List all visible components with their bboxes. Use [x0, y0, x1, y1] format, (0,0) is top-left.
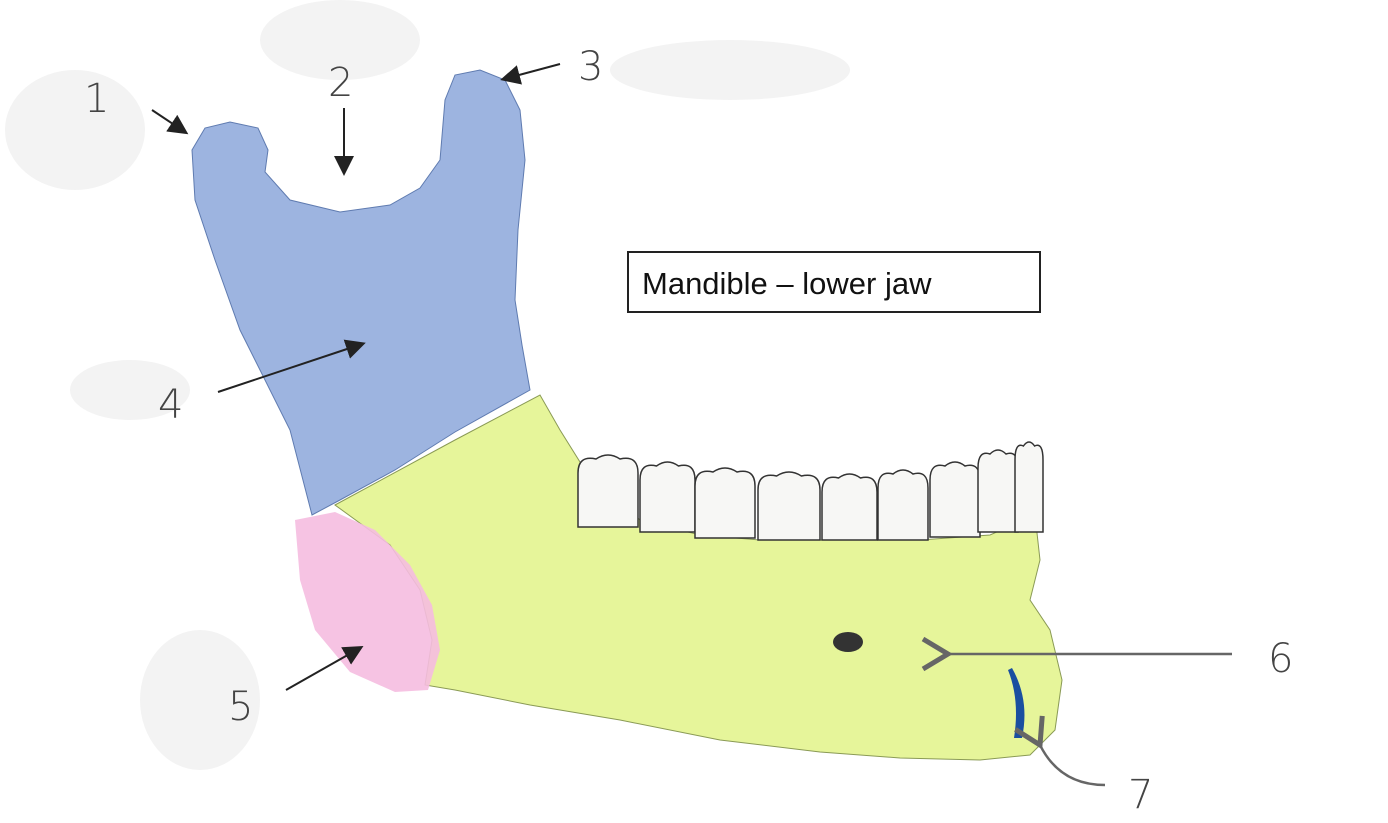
tooth — [639, 461, 696, 533]
tooth — [577, 454, 639, 528]
tooth — [757, 471, 821, 541]
tooth — [977, 449, 1019, 533]
arrow-7 — [1014, 715, 1106, 787]
label-7: 7 — [1128, 772, 1153, 818]
teeth-row — [577, 441, 1044, 541]
arrow-4 — [217, 339, 366, 393]
label-1: 1 — [84, 76, 109, 122]
arrow-1 — [151, 109, 189, 135]
background-smudges — [5, 0, 850, 770]
arrow-3 — [500, 63, 561, 85]
mandible-body-region — [334, 394, 1063, 761]
tooth — [1014, 441, 1044, 533]
mandible-angle-region — [295, 512, 440, 692]
label-4: 4 — [158, 382, 183, 428]
mental-foramen — [833, 632, 863, 652]
tooth — [694, 467, 756, 539]
tooth — [929, 461, 981, 538]
label-3: 3 — [578, 44, 603, 90]
label-5: 5 — [228, 684, 253, 730]
mandible-ramus-region — [191, 69, 531, 516]
label-6: 6 — [1268, 636, 1293, 682]
arrow-5 — [285, 646, 364, 691]
label-2: 2 — [328, 60, 353, 106]
title-text: Mandible – lower jaw — [642, 266, 932, 301]
title-box: Mandible – lower jaw — [627, 251, 1041, 313]
tooth — [877, 469, 929, 541]
tooth — [821, 473, 878, 541]
